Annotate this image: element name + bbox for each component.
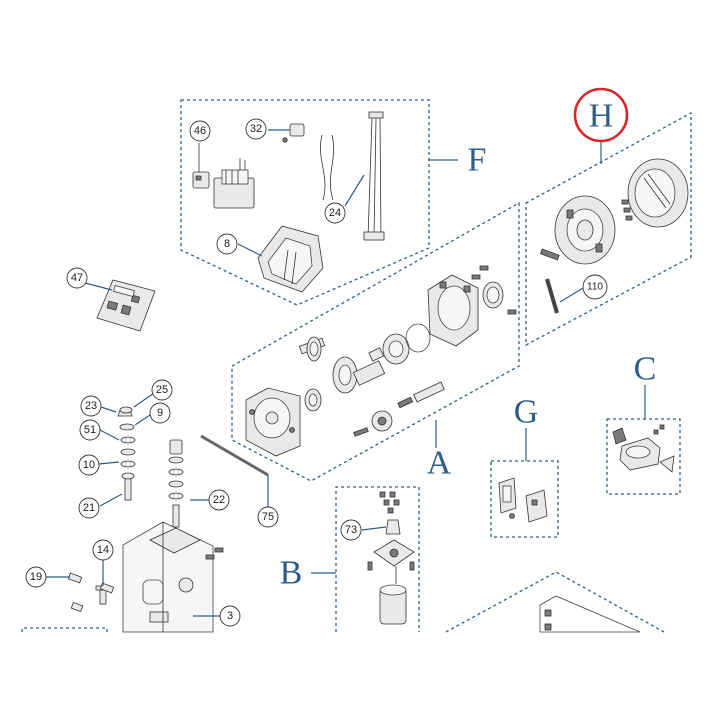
worm-shaft [397,381,445,409]
callout-19 [25,566,47,588]
svg-text:32: 32 [250,123,262,135]
motor-mount-plate [373,539,415,567]
svg-text:47: 47 [71,272,83,284]
callout-8 [216,233,238,255]
callout-23 [80,395,102,417]
svg-text:10: 10 [83,459,95,471]
group-g-letter: G [514,394,539,431]
callout-10 [78,454,100,476]
group-h[interactable]: H 110 [525,87,692,347]
group-h-box [525,111,692,347]
housing-cap-left [554,195,616,265]
part-75-rod: 75 [200,434,279,528]
part-8-cover [237,225,324,293]
svg-text:3: 3 [227,610,233,622]
large-gear [332,356,386,394]
partial-box-bottom-left [21,627,108,632]
sensor-board-right [525,489,548,523]
group-f-box [180,99,430,306]
group-a-letter: A [427,445,452,482]
part-73-coupler [361,519,401,535]
group-b-letter: B [280,555,303,592]
callout-9 [149,402,171,424]
callout-73 [340,519,362,541]
shaft-gear [298,336,326,362]
transformer-part [213,158,255,209]
svg-text:75: 75 [262,511,274,523]
callout-51 [79,419,101,441]
group-f[interactable]: F [180,99,487,306]
gearbox-housing-left [245,387,301,457]
callout-110 [582,274,608,300]
callout-25 [151,379,173,401]
part-47-control-board: 47 [66,267,156,332]
svg-text:14: 14 [97,544,109,556]
group-c[interactable]: C [606,351,681,495]
callout-14 [92,539,114,561]
callout-75 [257,506,279,528]
part-46-relay [192,143,210,189]
group-b-box [335,486,420,632]
callout-24 [324,202,346,224]
svg-text:73: 73 [345,524,357,536]
svg-text:110: 110 [587,282,603,293]
svg-text:21: 21 [83,502,95,514]
svg-text:46: 46 [194,125,206,137]
group-h-letter: H [589,98,614,135]
housing-cap-right [627,158,689,228]
gearbox-housing-right [427,274,479,347]
part-32-switch [268,123,305,143]
callout-47 [66,267,88,289]
svg-text:9: 9 [157,407,163,419]
callout-22 [208,489,230,511]
motor-part [379,584,407,625]
svg-text:22: 22 [213,494,225,506]
callout-21 [78,497,100,519]
fastener-stack-22 [168,439,184,528]
sensor-board-left [498,477,517,514]
callout-46 [189,120,211,142]
fastener-stack [117,406,136,501]
svg-text:51: 51 [84,424,96,436]
group-b[interactable]: B 73 [280,486,420,632]
group-g[interactable]: G [490,394,559,538]
group-f-letter: F [468,142,487,179]
group-g-box [490,460,559,538]
small-gear [371,410,393,432]
base-frame-part: 3 [122,521,241,633]
group-h-highlight-ring [573,87,629,143]
svg-text:24: 24 [329,207,341,219]
callout-32 [245,118,267,140]
group-a[interactable]: A [231,201,520,482]
svg-text:23: 23 [85,400,97,412]
svg-text:19: 19 [30,571,42,583]
svg-text:25: 25 [156,384,168,396]
callout-3 [219,605,241,627]
screws [67,572,115,613]
seal-ring [405,323,431,353]
group-c-letter: C [634,351,657,388]
lock-mechanism [612,424,675,473]
spacer [368,347,385,362]
partial-cover-bottom-right [445,571,665,633]
svg-text:8: 8 [224,238,230,250]
group-c-box [606,418,681,495]
part-24-wire-harness [320,111,385,241]
